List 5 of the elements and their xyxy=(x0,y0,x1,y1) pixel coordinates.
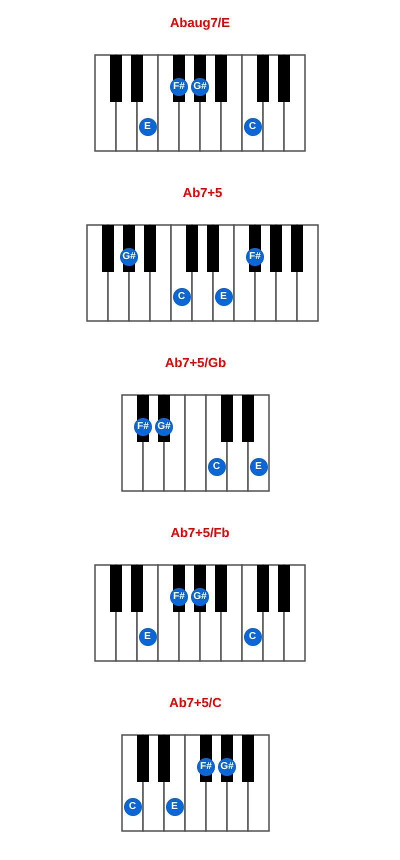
chord-title: Ab7+5/C xyxy=(169,695,222,710)
chord-title: Ab7+5/Gb xyxy=(164,355,226,370)
chord-title: Ab7+5 xyxy=(182,185,222,200)
chord-title: Ab7+5/Fb xyxy=(170,525,230,540)
chord-title: Abaug7/E xyxy=(170,15,230,30)
